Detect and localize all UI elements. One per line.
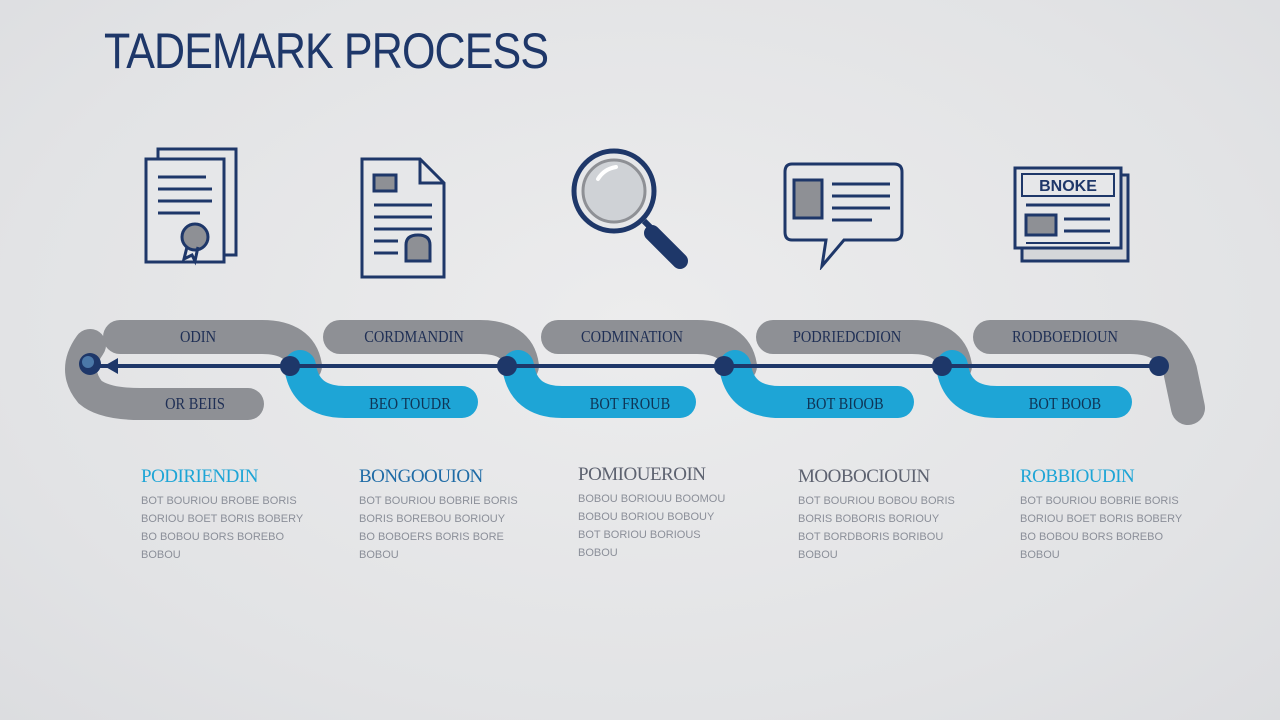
- step-4-description: MOOBOCIOUIN BOT BOURIOU BOBOU BORIS BORI…: [798, 466, 958, 564]
- step-5-description: ROBBIOUDIN BOT BOURIOU BOBRIE BORIS BORI…: [1020, 466, 1183, 564]
- step-2-line-2: BORIS BOREBOU BORIOUY: [359, 513, 506, 525]
- page-title: TADEMARK PROCESS: [104, 23, 549, 79]
- timeline-arrow: [104, 358, 118, 374]
- step-2-heading: BONGOOUION: [359, 466, 483, 487]
- step-2-line-3: BO BOBOERS BORIS BORE: [359, 531, 504, 543]
- step-1-bottom-label: OR BEIIS: [165, 394, 225, 413]
- step-2-line-1: BOT BOURIOU BOBRIE BORIS: [359, 495, 518, 507]
- newspaper-heading: BNOKE: [1039, 178, 1097, 195]
- newspaper-icon: BNOKE: [1013, 166, 1130, 263]
- step-5-line-4: BOBOU: [1020, 549, 1060, 561]
- step-4-heading: MOOBOCIOUIN: [798, 466, 930, 487]
- step-4-bottom-label: BOT BIOOB: [806, 394, 884, 413]
- step-1-line-3: BO BOBOU BORS BOREBO: [141, 531, 285, 543]
- step-2-description: BONGOOUION BOT BOURIOU BOBRIE BORIS BORI…: [359, 466, 519, 564]
- step-4-line-3: BOT BORDBORIS BORIBOU: [798, 531, 944, 543]
- step-3-line-3: BOT BORIOU BORIOUS: [578, 529, 701, 541]
- step-5-top-label: RODBOEDIOUN: [1012, 327, 1118, 346]
- speech-bubble-icon: [783, 162, 904, 270]
- step-3-top-label: CODMINATION: [581, 327, 683, 346]
- step-3-line-1: BOBOU BORIOUU BOOMOU: [578, 493, 726, 505]
- gray-swoop-5: [973, 320, 1205, 425]
- blue-swoop-1: [284, 350, 478, 418]
- step-1-line-1: BOT BOURIOU BROBE BORIS: [141, 495, 297, 507]
- step-5-line-2: BORIOU BOET BORIS BOBERY: [1020, 513, 1183, 525]
- step-4-line-4: BOBOU: [798, 549, 838, 561]
- step-3-heading: POMIOUEROIN: [578, 464, 706, 485]
- step-2-line-4: BOBOU: [359, 549, 399, 561]
- magnifier-icon: [571, 148, 688, 269]
- step-3-bottom-label: BOT FROUB: [589, 394, 671, 413]
- step-1-line-4: BOBOU: [141, 549, 181, 561]
- step-1-line-2: BORIOU BOET BORIS BOBERY: [141, 513, 304, 525]
- blue-swoop-3: [719, 350, 914, 418]
- timeline-node-4: [932, 356, 952, 376]
- step-5-line-1: BOT BOURIOU BOBRIE BORIS: [1020, 495, 1179, 507]
- timeline-node-5: [1149, 356, 1169, 376]
- step-2-bottom-label: BEO TOUDR: [369, 394, 451, 413]
- step-1-top-label: ODIN: [179, 327, 217, 346]
- blue-swoop-4: [936, 350, 1132, 418]
- step-5-bottom-label: BOT BOOB: [1028, 394, 1102, 413]
- step-2-top-label: CORDMANDIN: [364, 327, 464, 346]
- step-5-line-3: BO BOBOU BORS BOREBO: [1020, 531, 1164, 543]
- step-4-line-1: BOT BOURIOU BOBOU BORIS: [798, 495, 955, 507]
- step-4-line-2: BORIS BOBORIS BORIOUY: [798, 513, 940, 525]
- step-3-line-4: BOBOU: [578, 547, 618, 559]
- timeline-node-1: [280, 356, 300, 376]
- timeline-node-3: [714, 356, 734, 376]
- step-3-description: POMIOUEROIN BOBOU BORIOUU BOOMOU BOBOU B…: [578, 464, 738, 562]
- step-1-heading: PODIRIENDIN: [141, 466, 258, 487]
- certificate-document-icon: [144, 147, 238, 266]
- step-1-description: PODIRIENDIN BOT BOURIOU BROBE BORIS BORI…: [141, 466, 304, 564]
- step-5-heading: ROBBIOUDIN: [1020, 466, 1135, 487]
- step-3-line-2: BOBOU BORIOU BOBOUY: [578, 511, 715, 523]
- blue-swoop-2: [502, 350, 696, 418]
- document-form-icon: [360, 157, 446, 279]
- step-4-top-label: PODRIEDCDION: [792, 327, 902, 346]
- timeline-node-2: [497, 356, 517, 376]
